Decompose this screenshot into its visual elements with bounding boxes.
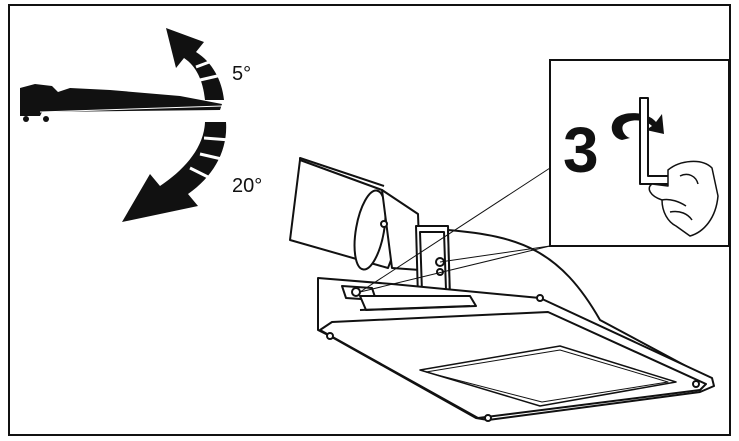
fixture-side-profile: [20, 84, 223, 122]
hand-icon: [648, 160, 719, 237]
tilt-down-angle-label: 20°: [232, 175, 262, 197]
callout-leader-lines: [359, 167, 551, 293]
fixture-perspective: [289, 157, 715, 422]
detail-inset: 3: [549, 59, 730, 247]
curved-arrow-down-icon: [122, 122, 231, 222]
curved-arrow-up-icon: [166, 28, 227, 100]
tilt-up-angle-label: 5°: [232, 63, 251, 85]
rotate-clockwise-icon: [611, 113, 664, 140]
step-number: 3: [563, 114, 599, 186]
